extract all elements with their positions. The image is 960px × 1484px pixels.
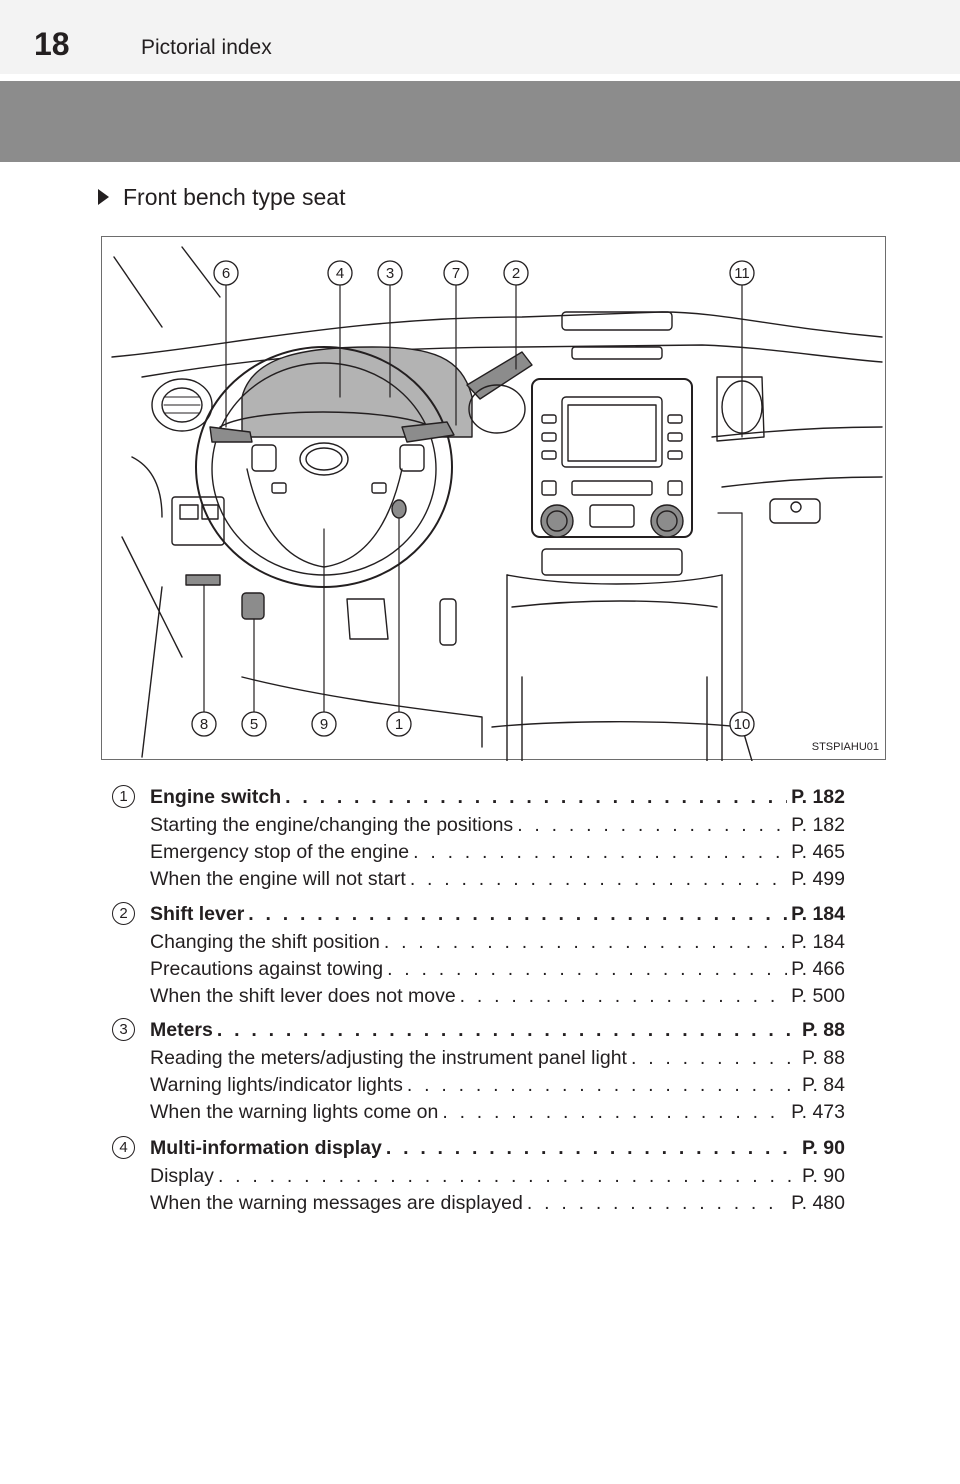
callout-2: 2 bbox=[512, 265, 520, 282]
sub-entry-page-ref: P. 182 bbox=[791, 814, 845, 836]
section-title: Pictorial index bbox=[141, 36, 272, 59]
sub-entry-label: Emergency stop of the engine bbox=[150, 841, 410, 863]
sub-entry-row[interactable]: Display P. 90 bbox=[150, 1165, 845, 1188]
entry-page-ref: P. 88 bbox=[801, 1019, 845, 1041]
sub-entry-row[interactable]: When the shift lever does not move P. 50… bbox=[150, 985, 845, 1008]
dot-leader bbox=[527, 1192, 787, 1215]
sub-entry-row[interactable]: When the warning lights come on P. 473 bbox=[150, 1101, 845, 1124]
entry-title-row[interactable]: Shift lever P. 184 bbox=[150, 903, 845, 926]
sub-entry-row[interactable]: Precautions against towing P. 466 bbox=[150, 958, 845, 981]
entry-number-badge: 4 bbox=[112, 1136, 135, 1159]
entry-title: Shift lever bbox=[150, 903, 245, 925]
sub-entry-label: Warning lights/indicator lights bbox=[150, 1074, 403, 1096]
header-bar bbox=[0, 81, 960, 162]
dot-leader bbox=[217, 1019, 798, 1042]
callout-10: 10 bbox=[734, 716, 751, 733]
dot-leader bbox=[384, 931, 787, 954]
dot-leader bbox=[386, 1137, 798, 1160]
sub-entry-label: Starting the engine/changing the positio… bbox=[150, 814, 514, 836]
dot-leader bbox=[407, 1074, 798, 1097]
entry-title: Engine switch bbox=[150, 786, 282, 808]
sub-entry-row[interactable]: Starting the engine/changing the positio… bbox=[150, 814, 845, 837]
entry-title: Multi-information display bbox=[150, 1137, 382, 1159]
callout-6: 6 bbox=[222, 265, 230, 282]
top-band bbox=[0, 0, 960, 74]
sub-entry-label: When the shift lever does not move bbox=[150, 985, 456, 1007]
sub-entry-page-ref: P. 84 bbox=[801, 1074, 845, 1096]
sub-entry-page-ref: P. 473 bbox=[791, 1101, 845, 1123]
sub-entry-label: When the engine will not start bbox=[150, 868, 406, 890]
sub-entry-page-ref: P. 480 bbox=[791, 1192, 845, 1214]
callout-1: 1 bbox=[395, 716, 403, 733]
entry-number-badge: 2 bbox=[112, 902, 135, 925]
entry-page-ref: P. 184 bbox=[791, 903, 845, 925]
entry-number-badge: 3 bbox=[112, 1018, 135, 1041]
figure-code: STSPIAHU01 bbox=[811, 741, 879, 753]
sub-entry-row[interactable]: Changing the shift position P. 184 bbox=[150, 931, 845, 954]
sub-entry-page-ref: P. 500 bbox=[791, 985, 845, 1007]
dot-leader bbox=[442, 1101, 787, 1124]
subsection-heading: Front bench type seat bbox=[98, 183, 345, 211]
dot-leader bbox=[517, 814, 787, 837]
page-number: 18 bbox=[34, 26, 70, 62]
sub-entry-label: When the warning messages are displayed bbox=[150, 1192, 523, 1214]
entry-title-row[interactable]: Multi-information display P. 90 bbox=[150, 1137, 845, 1160]
callout-8: 8 bbox=[200, 716, 208, 733]
sub-entry-row[interactable]: When the engine will not start P. 499 bbox=[150, 868, 845, 891]
callout-3: 3 bbox=[386, 265, 394, 282]
callout-9: 9 bbox=[320, 716, 328, 733]
callout-11: 11 bbox=[734, 265, 750, 282]
dot-leader bbox=[631, 1047, 798, 1070]
callout-7: 7 bbox=[452, 265, 460, 282]
sub-entry-label: Display bbox=[150, 1165, 214, 1187]
sub-entry-row[interactable]: Reading the meters/adjusting the instrum… bbox=[150, 1047, 845, 1070]
sub-entry-label: When the warning lights come on bbox=[150, 1101, 439, 1123]
entry-number-badge: 1 bbox=[112, 785, 135, 808]
dot-leader bbox=[460, 985, 787, 1008]
sub-entry-page-ref: P. 499 bbox=[791, 868, 845, 890]
dot-leader bbox=[218, 1165, 798, 1188]
dot-leader bbox=[285, 786, 787, 809]
sub-entry-page-ref: P. 88 bbox=[801, 1047, 845, 1069]
entry-page-ref: P. 90 bbox=[801, 1137, 845, 1159]
sub-entry-page-ref: P. 465 bbox=[791, 841, 845, 863]
callout-4: 4 bbox=[336, 265, 344, 282]
dashboard-illustration: 6 4 3 7 2 11 8 5 9 1 10 STSPIAHU01 bbox=[101, 236, 886, 761]
callout-5: 5 bbox=[250, 716, 258, 733]
sub-entry-label: Changing the shift position bbox=[150, 931, 380, 953]
dot-leader bbox=[413, 841, 787, 864]
entry-title-row[interactable]: Meters P. 88 bbox=[150, 1019, 845, 1042]
triangle-bullet-icon bbox=[98, 189, 109, 205]
sub-entry-row[interactable]: Warning lights/indicator lights P. 84 bbox=[150, 1074, 845, 1097]
dot-leader bbox=[248, 903, 787, 926]
entry-page-ref: P. 182 bbox=[791, 786, 845, 808]
sub-entry-page-ref: P. 466 bbox=[791, 958, 845, 980]
dashboard-drawing: 6 4 3 7 2 11 8 5 9 1 10 bbox=[111, 246, 883, 761]
sub-entry-row[interactable]: Emergency stop of the engine P. 465 bbox=[150, 841, 845, 864]
sub-entry-label: Reading the meters/adjusting the instrum… bbox=[150, 1047, 627, 1069]
entry-title-row[interactable]: Engine switch P. 182 bbox=[150, 786, 845, 809]
entry-title: Meters bbox=[150, 1019, 213, 1041]
dot-leader bbox=[387, 958, 787, 981]
sub-entry-row[interactable]: When the warning messages are displayed … bbox=[150, 1192, 845, 1215]
sub-entry-label: Precautions against towing bbox=[150, 958, 384, 980]
sub-entry-page-ref: P. 184 bbox=[791, 931, 845, 953]
subsection-title: Front bench type seat bbox=[123, 184, 346, 210]
sub-entry-page-ref: P. 90 bbox=[801, 1165, 845, 1187]
dot-leader bbox=[410, 868, 787, 891]
